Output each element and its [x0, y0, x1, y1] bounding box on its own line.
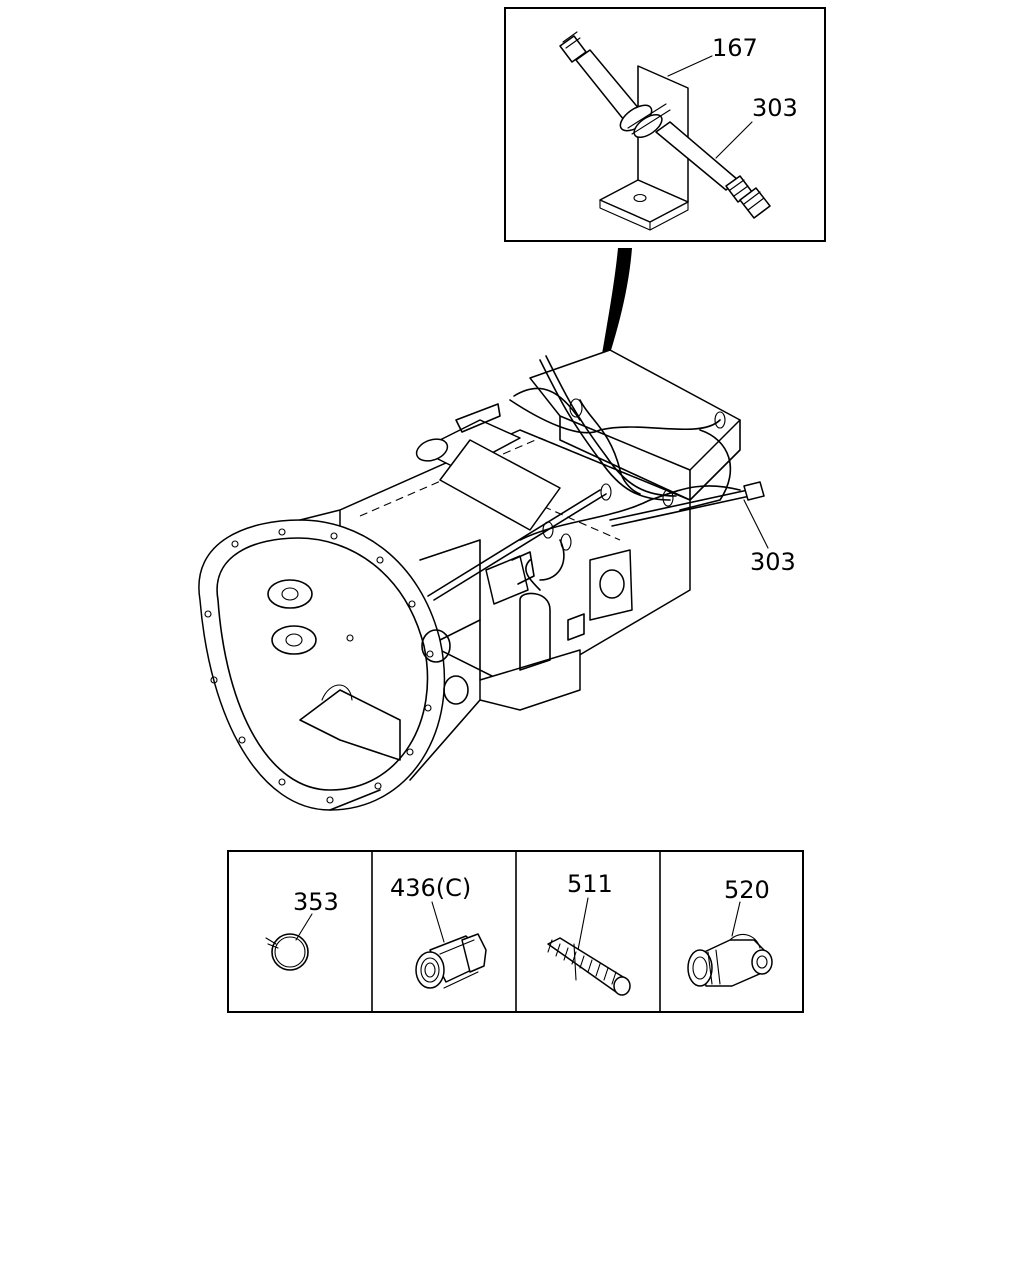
parts-cell-436c: 436(C)	[390, 874, 487, 989]
callout-303-inset: 303	[752, 94, 798, 122]
part-label-436c: 436(C)	[390, 874, 471, 902]
hose-303-main-icon	[609, 481, 765, 527]
inset-detail: 167 303	[504, 7, 826, 242]
hose-assembly-icon	[559, 31, 771, 219]
parts-strip: 353 436(C) 511	[227, 850, 804, 1013]
parts-cell-353: 353	[265, 888, 339, 971]
elbow-fitting-icon	[687, 933, 773, 987]
callout-303-main: 303	[750, 548, 796, 576]
wire-harness	[427, 355, 741, 601]
parts-cell-520: 520	[687, 876, 773, 987]
part-label-511: 511	[567, 870, 613, 898]
part-label-520: 520	[724, 876, 770, 904]
union-fitting-icon	[415, 933, 487, 989]
parts-cell-511: 511	[547, 870, 631, 996]
transmission-assembly: 303	[198, 349, 796, 811]
hose-clamp-icon	[265, 933, 309, 971]
part-label-353: 353	[293, 888, 339, 916]
threaded-hose-icon	[547, 937, 631, 996]
flange-bolt-holes	[204, 528, 434, 804]
callout-167: 167	[712, 34, 758, 62]
